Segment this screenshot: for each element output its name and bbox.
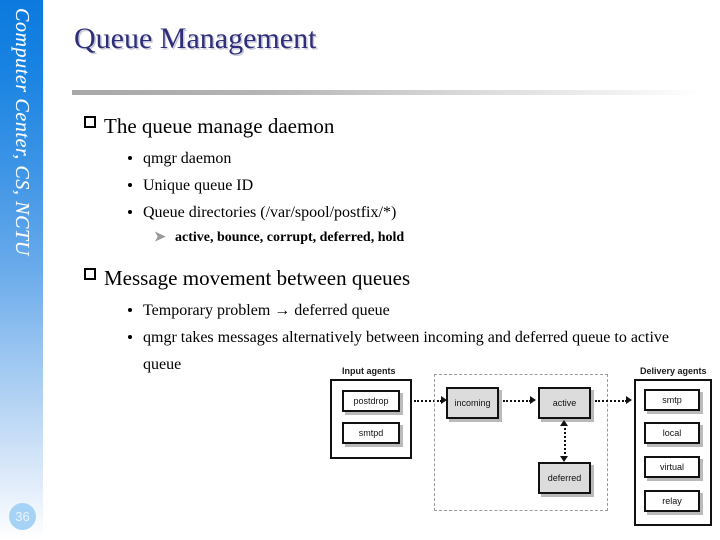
connector-active-to-delivery	[595, 400, 627, 402]
list-item: Queue directories (/var/spool/postfix/*)	[0, 199, 720, 226]
postfix-queue-diagram: Input agents postdrop smtpd incoming act…	[326, 366, 720, 538]
node-smtp: smtp	[644, 389, 700, 411]
list-item-text: Temporary problem → deferred queue	[143, 302, 390, 319]
delivery-agents-label: Delivery agents	[640, 366, 707, 376]
node-incoming: incoming	[446, 387, 499, 419]
dot-bullet-icon	[128, 335, 132, 339]
node-postdrop: postdrop	[342, 390, 400, 412]
list-item-text: Unique queue ID	[143, 177, 254, 194]
dot-bullet-icon	[128, 183, 132, 187]
sub-list-item-text: active, bounce, corrupt, deferred, hold	[175, 230, 405, 245]
node-smtpd: smtpd	[342, 422, 400, 444]
section-heading-1: The queue manage daemon	[0, 112, 720, 140]
arrowhead-icon	[560, 420, 568, 426]
node-active: active	[538, 387, 591, 419]
page-title: Queue Management	[74, 22, 317, 55]
title-divider	[72, 90, 700, 95]
sub-list-item: ➤ active, bounce, corrupt, deferred, hol…	[0, 226, 720, 250]
list-item: qmgr daemon	[0, 145, 720, 172]
slide-body: The queue manage daemon qmgr daemon Uniq…	[0, 112, 720, 378]
connector-incoming-to-active	[503, 400, 531, 402]
list-item-text: qmgr takes messages alternatively betwee…	[143, 329, 670, 373]
section-heading-2: Message movement between queues	[0, 264, 720, 292]
sidebar-brand-bar: Computer Center, CS, NCTU	[0, 0, 43, 540]
list-item-text: qmgr daemon	[143, 150, 232, 167]
dot-bullet-icon	[128, 156, 132, 160]
square-bullet-icon	[84, 116, 96, 128]
spacer	[0, 250, 720, 264]
list-item: Unique queue ID	[0, 172, 720, 199]
node-deferred: deferred	[538, 462, 591, 494]
arrowhead-icon	[626, 396, 632, 404]
page-number-badge: 36	[9, 503, 36, 530]
connector-active-deferred	[564, 424, 566, 458]
node-local: local	[644, 422, 700, 444]
node-virtual: virtual	[644, 456, 700, 478]
list-item: Temporary problem → deferred queue	[0, 297, 720, 324]
connector-input-to-incoming	[414, 400, 442, 402]
square-bullet-icon	[84, 268, 96, 280]
list-item-text: Queue directories (/var/spool/postfix/*)	[143, 204, 397, 221]
section-heading-2-text: Message movement between queues	[104, 266, 411, 290]
section-heading-1-text: The queue manage daemon	[104, 114, 335, 138]
list-item: qmgr takes messages alternatively betwee…	[0, 324, 703, 378]
arrowhead-icon	[530, 396, 536, 404]
arrowhead-icon	[560, 456, 568, 462]
queue-region-boundary	[434, 374, 608, 511]
input-agents-label: Input agents	[342, 366, 396, 376]
arrow-bullet-icon: ➤	[154, 230, 166, 245]
arrowhead-icon	[441, 396, 447, 404]
node-relay: relay	[644, 490, 700, 512]
dot-bullet-icon	[128, 308, 132, 312]
dot-bullet-icon	[128, 210, 132, 214]
